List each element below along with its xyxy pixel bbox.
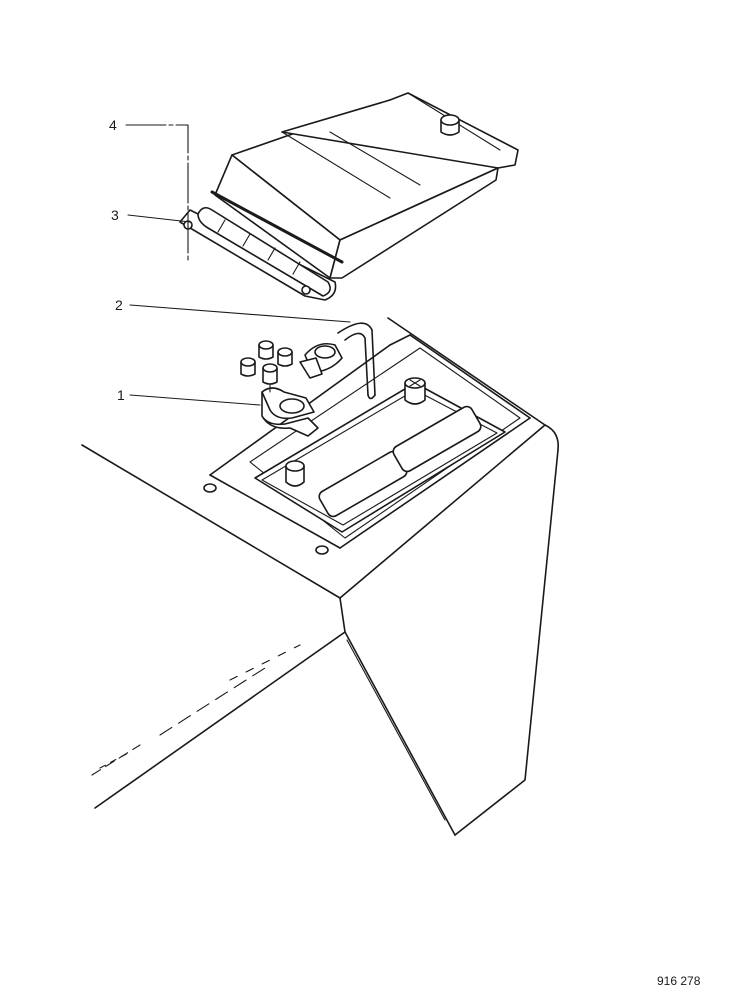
cable-clamp xyxy=(299,342,343,379)
mounting-hole xyxy=(315,545,329,555)
battery-cell-cap xyxy=(392,405,482,473)
battery-cable xyxy=(299,322,376,400)
figure-reference-number: 916 278 xyxy=(657,974,701,988)
hinge xyxy=(179,190,344,301)
callout-leaders xyxy=(125,124,351,406)
leader-line-2 xyxy=(129,304,351,323)
battery-cover xyxy=(214,92,519,279)
callout-label-3: 3 xyxy=(111,207,119,223)
battery xyxy=(254,377,506,533)
callout-label-1: 1 xyxy=(117,387,125,403)
negative-terminal-post xyxy=(285,460,305,487)
cover-knob xyxy=(440,114,460,136)
callout-label-4: 4 xyxy=(109,117,117,133)
clamp-nut xyxy=(240,357,256,377)
leader-line-1 xyxy=(129,394,261,406)
leader-line-4 xyxy=(125,124,189,263)
clamp-nut xyxy=(262,363,278,385)
hinge-screw xyxy=(301,285,311,295)
cabinet-body xyxy=(81,317,560,836)
battery-terminal-clamp xyxy=(240,340,319,437)
callout-label-2: 2 xyxy=(115,297,123,313)
mounting-hole xyxy=(203,483,217,493)
clamp-nut xyxy=(277,347,293,367)
leader-line-3 xyxy=(127,214,191,223)
clamp-nut xyxy=(258,340,274,360)
positive-terminal-post xyxy=(404,377,426,405)
